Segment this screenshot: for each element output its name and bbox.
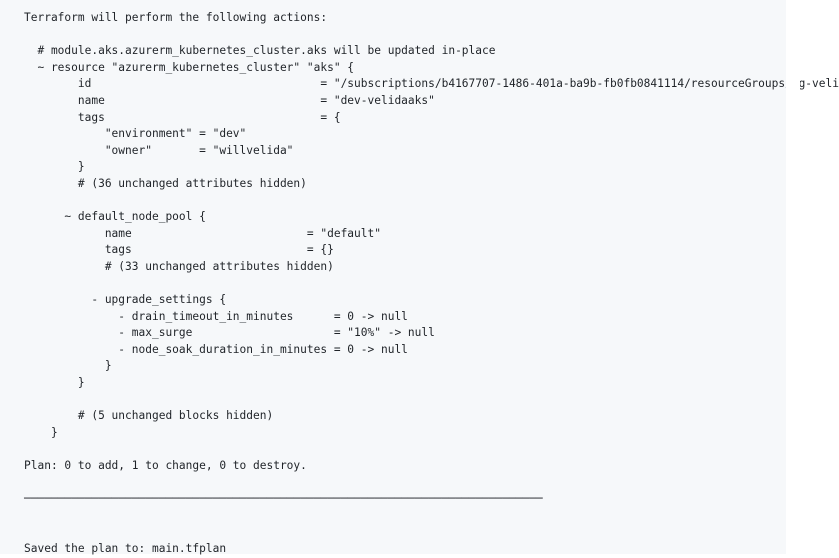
output-line: } <box>24 359 112 373</box>
output-line: tags = { <box>24 110 341 124</box>
output-line: tags = {} <box>24 243 334 257</box>
output-line: - upgrade_settings { <box>24 293 227 307</box>
output-line <box>24 524 786 541</box>
output-line <box>24 475 786 492</box>
separator-line: ────────────────────────────────────────… <box>24 492 543 506</box>
output-line: # (36 unchanged attributes hidden) <box>24 176 307 190</box>
output-line: id = "/subscriptions/b4167707-1486-401a-… <box>24 77 839 91</box>
output-line <box>24 193 786 210</box>
output-line: Terraform will perform the following act… <box>24 11 328 24</box>
saved-plan-message: Saved the plan to: main.tfplan <box>24 542 227 555</box>
output-line <box>24 508 786 525</box>
output-line: } <box>24 160 85 174</box>
output-line: } <box>24 425 58 439</box>
output-line: name = "default" <box>24 226 381 240</box>
output-line: ~ resource "azurerm_kubernetes_cluster" … <box>24 60 355 74</box>
output-line: ~ default_node_pool { <box>24 210 206 224</box>
page-gutter <box>786 0 800 554</box>
output-line: name = "dev-velidaaks" <box>24 93 435 107</box>
output-line: } <box>24 376 85 390</box>
output-line: "owner" = "willvelida" <box>24 143 294 157</box>
plan-summary: Plan: 0 to add, 1 to change, 0 to destro… <box>24 459 307 473</box>
output-line: "environment" = "dev" <box>24 127 247 141</box>
output-line: - node_soak_duration_in_minutes = 0 -> n… <box>24 342 408 356</box>
output-line <box>24 392 786 409</box>
output-line: # module.aks.azurerm_kubernetes_cluster.… <box>24 44 496 58</box>
output-line: - max_surge = "10%" -> null <box>24 326 435 340</box>
output-line: # (5 unchanged blocks hidden) <box>24 409 274 423</box>
output-line <box>24 276 786 293</box>
output-line <box>24 27 786 44</box>
output-line <box>24 441 786 458</box>
output-line: # (33 unchanged attributes hidden) <box>24 259 334 273</box>
output-line: - drain_timeout_in_minutes = 0 -> null <box>24 309 408 323</box>
terminal-output: Terraform will perform the following act… <box>24 11 839 555</box>
